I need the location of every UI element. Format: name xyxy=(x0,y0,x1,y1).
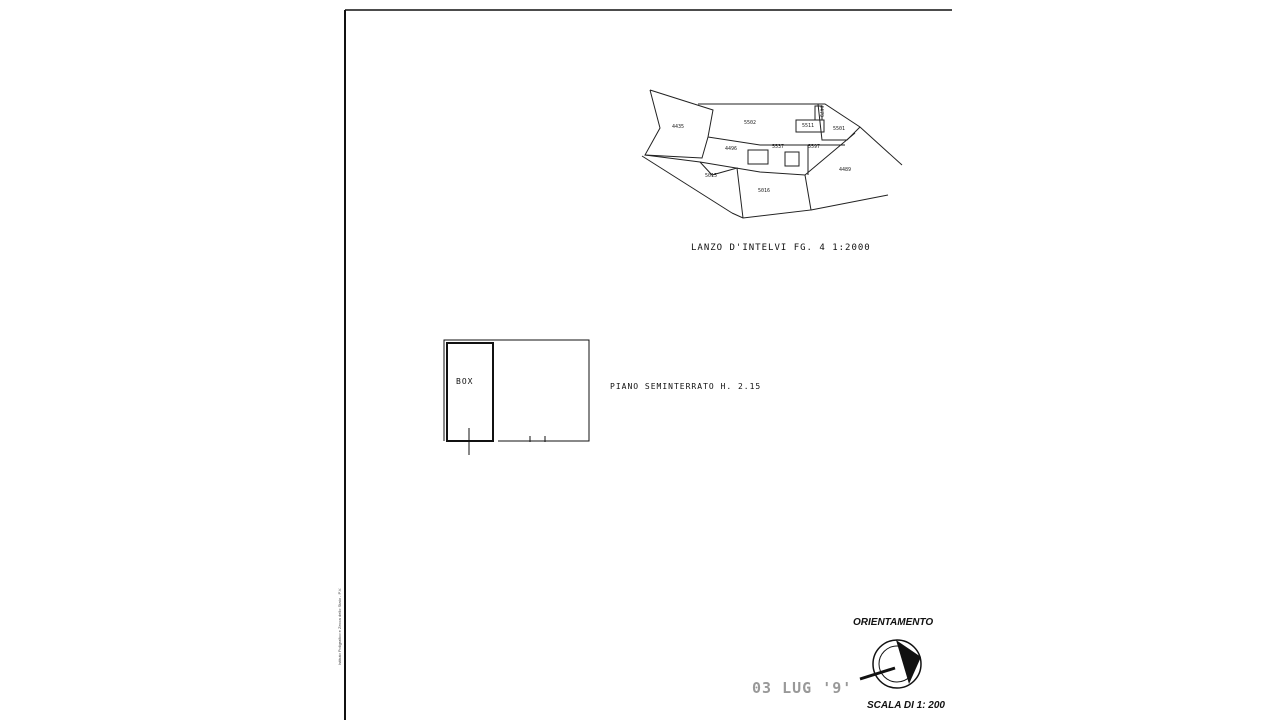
parcel-label: 5597 xyxy=(808,144,821,150)
orientation-label: ORIENTAMENTO xyxy=(853,617,934,628)
north-arrow-icon xyxy=(859,639,922,689)
parcel-label: 4435 xyxy=(672,124,685,130)
parcel-label: 4496 xyxy=(725,146,738,152)
cadastral-map xyxy=(641,89,903,219)
map-caption: LANZO D'INTELVI FG. 4 1:2000 xyxy=(691,243,871,253)
page-border xyxy=(344,9,952,720)
scale-label: SCALA DI 1: 200 xyxy=(867,700,945,711)
parcel-label: 4489 xyxy=(839,167,852,173)
parcel-label: 5502 xyxy=(744,120,757,126)
parcel-label: 5501 xyxy=(833,126,846,132)
parcel-label: 4479 xyxy=(818,104,825,118)
room-label-box: BOX xyxy=(456,377,474,386)
parcel-label: 5015 xyxy=(705,173,718,179)
parcel-label: 5537 xyxy=(772,144,785,150)
date-stamp: 03 LUG '9' xyxy=(752,679,853,697)
floor-plan xyxy=(443,339,590,455)
parcel-label: 5511 xyxy=(802,123,815,129)
floor-caption: PIANO SEMINTERRATO H. 2.15 xyxy=(610,382,762,391)
parcel-label: 5016 xyxy=(758,188,771,194)
side-imprint: Istituto Poligrafico e Zecca dello Stato… xyxy=(337,587,342,665)
